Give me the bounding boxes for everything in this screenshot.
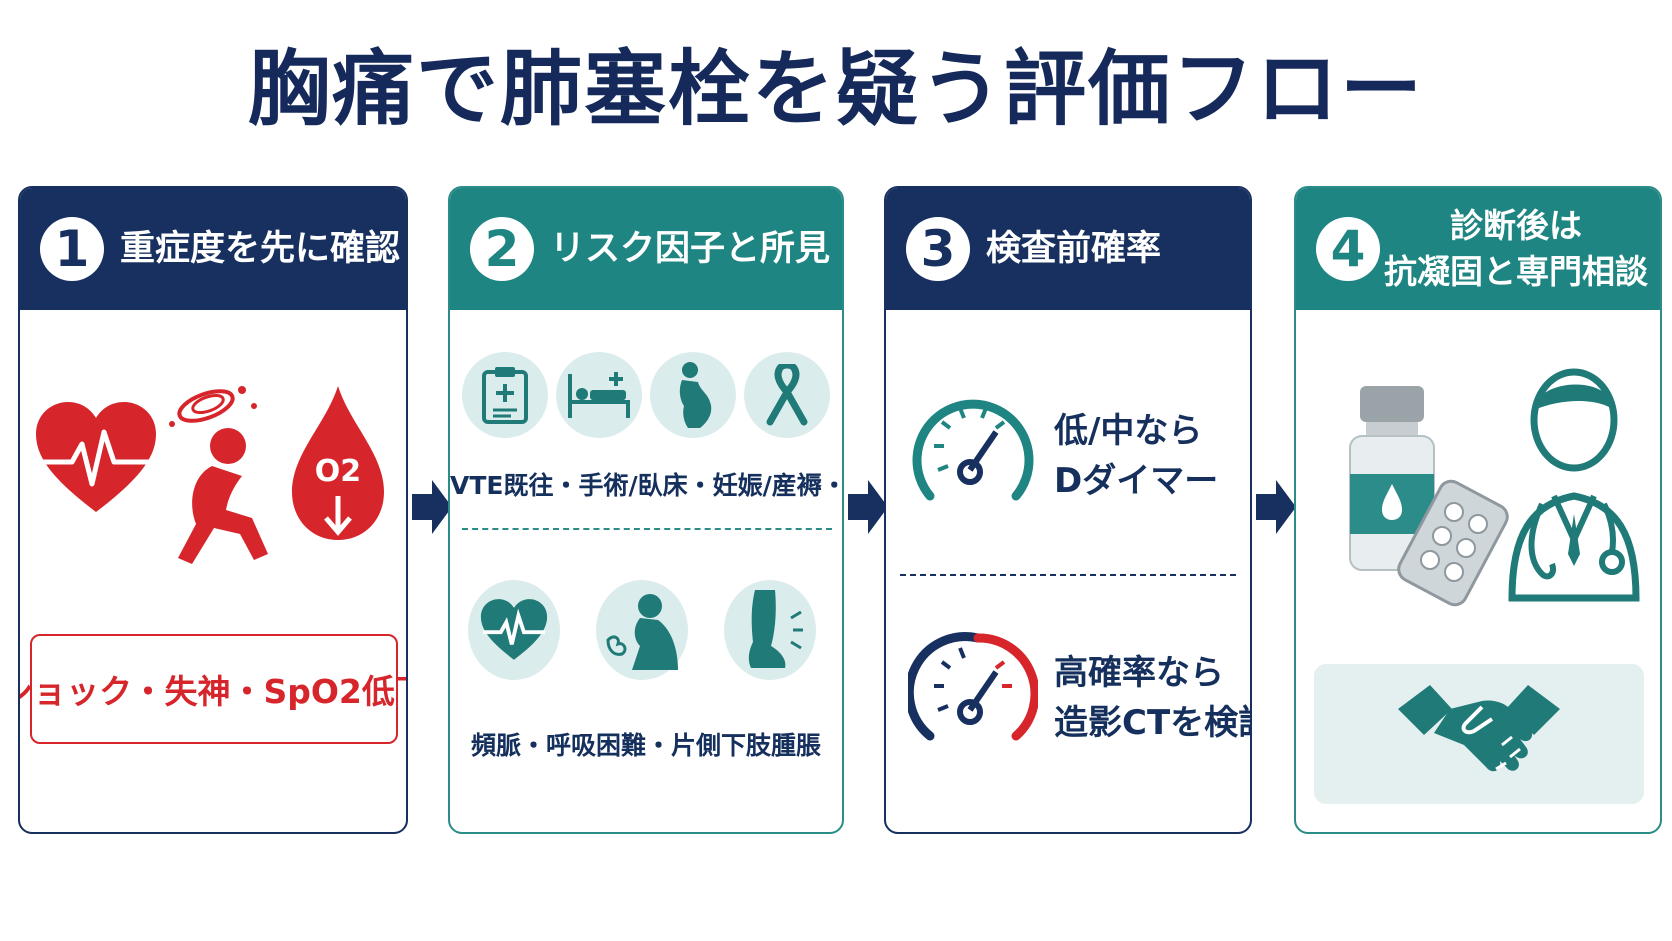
- finding-icon-circle: [596, 580, 688, 680]
- risk-icon-circle: [744, 352, 830, 438]
- step-1-header: 1 重症度を先に確認: [20, 188, 406, 310]
- low-probability-line1: 低/中なら: [1054, 411, 1203, 451]
- step-2-heading: リスク因子と所見: [550, 229, 831, 269]
- risk-icon-circle: [650, 352, 736, 438]
- warning-box: ショック・失神・SpO2低下: [20, 634, 406, 744]
- clipboard-medical-icon: [482, 367, 528, 424]
- divider: [900, 574, 1236, 576]
- high-probability-text: 高確率なら 造影CTを検討: [1054, 648, 1252, 748]
- breathing-difficulty-icon: [606, 594, 678, 670]
- high-probability-line2: 造影CTを検討: [1054, 703, 1252, 743]
- heart-pulse-icon: [36, 402, 156, 512]
- step-2-header: 2 リスク因子と所見: [450, 188, 842, 310]
- handshake-icon: [1398, 685, 1560, 772]
- oxygen-drop-down-icon: [292, 386, 384, 540]
- step-4-heading: 診断後は 抗凝固と専門相談: [1384, 203, 1660, 295]
- step-1-number: 1: [40, 217, 104, 281]
- step-4-header: 4 診断後は 抗凝固と専門相談: [1296, 188, 1660, 310]
- findings-text: 頻脈・呼吸困難・片側下肢腫脹: [470, 731, 821, 760]
- step-3-card: 3 検査前確率 低/中なら Dダイマー 高確率なら 造影CTを検討: [884, 186, 1252, 834]
- fainting-person-icon: [169, 386, 268, 564]
- step-4-heading-line1: 診断後は: [1450, 206, 1582, 245]
- finding-icon-circle: [724, 580, 816, 680]
- low-probability-line2: Dダイマー: [1054, 461, 1219, 501]
- arrow-icon: [1256, 480, 1296, 534]
- risk-icon-circle: [462, 352, 548, 438]
- high-probability-line1: 高確率なら: [1054, 653, 1224, 693]
- pregnant-woman-icon: [679, 362, 712, 428]
- finding-icon-circle: [468, 580, 560, 680]
- step-4-heading-line2: 抗凝固と専門相談: [1384, 252, 1648, 291]
- cancer-ribbon-icon: [766, 364, 808, 426]
- risk-factors-text: VTE既往・手術/臥床・妊娠/産褥・がん: [450, 471, 842, 500]
- oxygen-label: O2: [314, 454, 362, 489]
- risk-icon-circle: [556, 352, 642, 438]
- step-2-number: 2: [470, 217, 534, 281]
- step-4-card: 4 診断後は 抗凝固と専門相談: [1294, 186, 1662, 834]
- step-3-header: 3 検査前確率: [886, 188, 1250, 310]
- swollen-leg-icon: [748, 590, 803, 668]
- arrow-icon: [848, 480, 888, 534]
- step-3-number: 3: [906, 217, 970, 281]
- handshake-panel: [1314, 664, 1644, 804]
- low-probability-text: 低/中なら Dダイマー: [1054, 406, 1218, 506]
- low-gauge-icon: [912, 399, 1034, 501]
- hospital-bed-icon: [568, 372, 630, 418]
- step-1-heading: 重症度を先に確認: [120, 229, 401, 269]
- high-gauge-icon: [908, 632, 1038, 741]
- step-3-heading: 検査前確率: [986, 229, 1162, 269]
- page-title: 胸痛で肺塞栓を疑う評価フロー: [247, 42, 1424, 137]
- doctor-icon: [1508, 368, 1640, 602]
- step-2-card: 2 リスク因子と所見 VTE既往・手術/臥床・妊娠/産褥・がん: [448, 186, 844, 834]
- divider: [462, 528, 832, 530]
- arrow-icon: [412, 480, 452, 534]
- step-1-card: 1 重症度を先に確認 O2 ショック・失神・SpO2低下: [18, 186, 408, 834]
- step-4-number: 4: [1316, 217, 1380, 281]
- heart-pulse-icon: [480, 599, 548, 660]
- pill-blister-icon: [1397, 479, 1509, 607]
